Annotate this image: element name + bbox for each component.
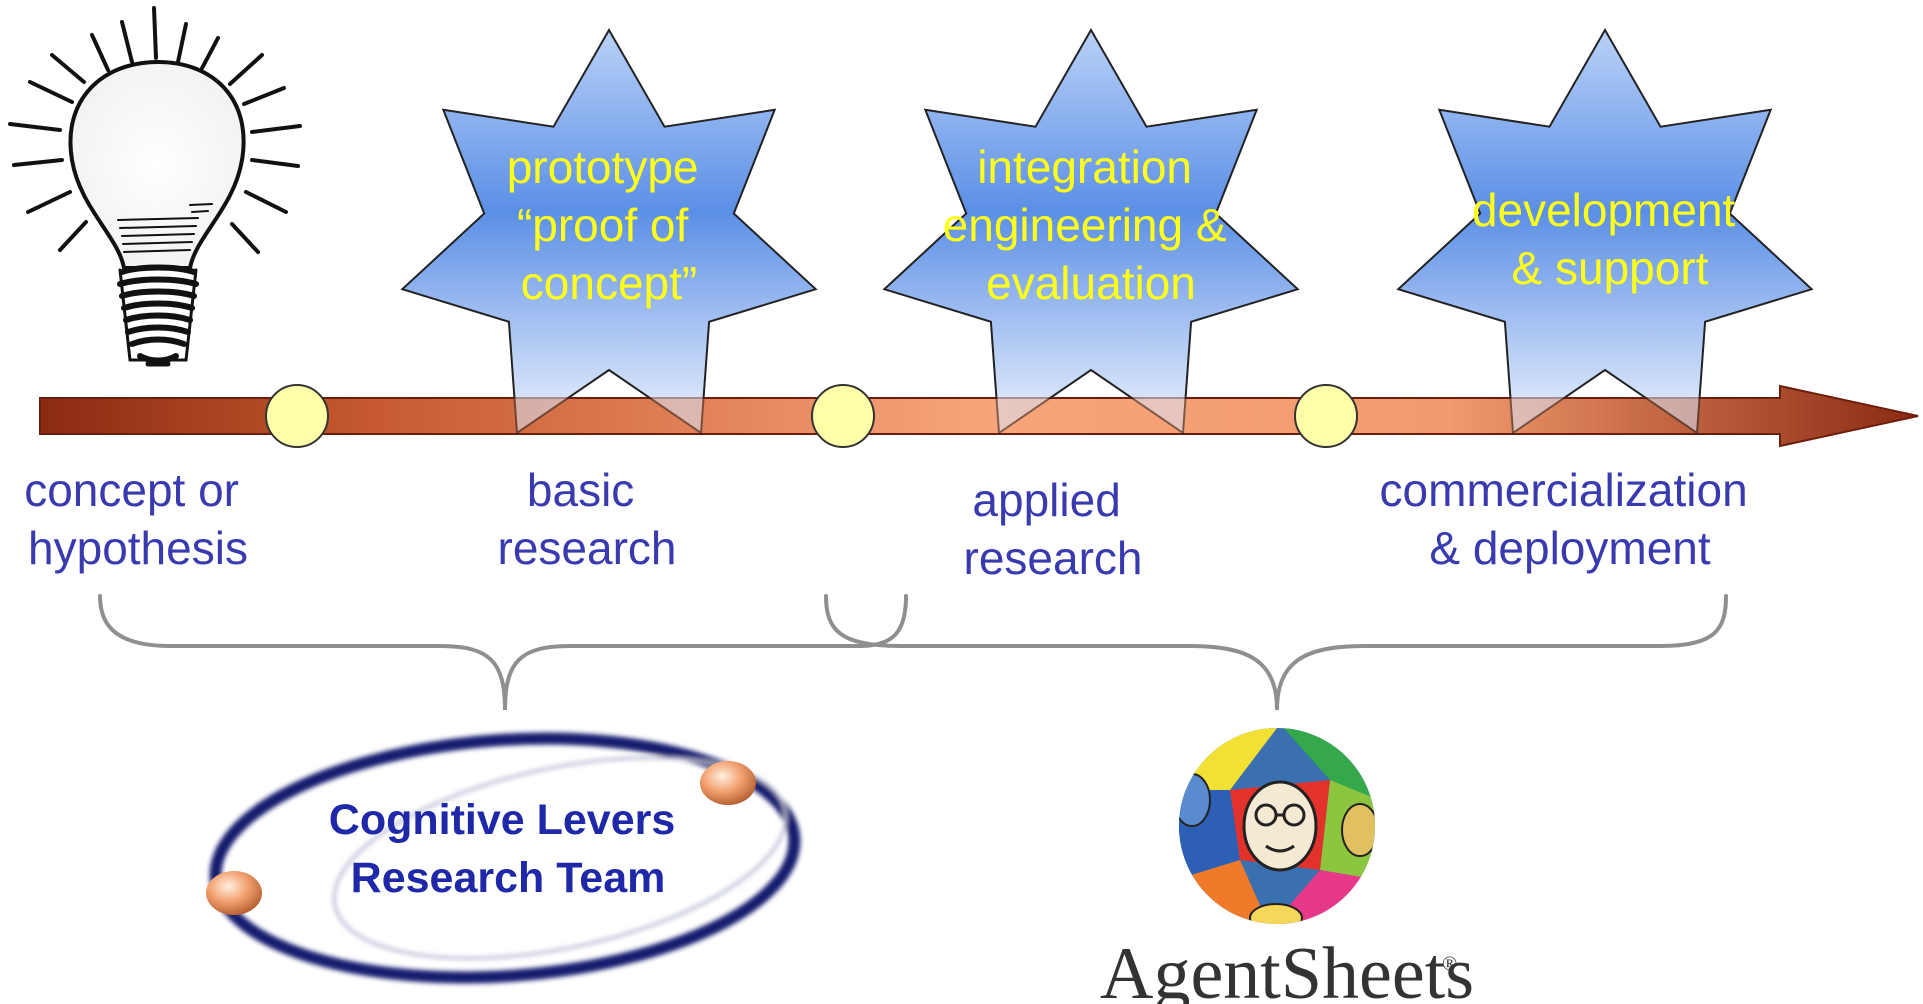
stage-concept-label: concept or hypothesis [24,464,252,574]
left-brace [98,594,908,711]
stage-basic-label: basic research [498,464,677,574]
milestone-stars [400,27,1814,435]
agentsheets-logo-icon: AgentSheets ® [1100,728,1474,1004]
agentsheets-name: AgentSheets [1100,933,1474,1004]
team-name: Cognitive Levers Research Team [329,796,687,902]
milestone-star-overlap-integration [884,30,1297,433]
milestone-dots [265,384,1358,448]
stage-applied-label: applied research [964,474,1143,584]
grouping-braces [98,594,1728,711]
agentsheets-registered-mark: ® [1442,953,1457,975]
milestone-star-prototype [400,27,818,435]
milestone-development-label: development & support [1472,184,1748,294]
stage-commercialization-label: commercialization & deployment [1380,464,1761,574]
right-brace [824,594,1728,711]
timeline-arrow [39,384,1919,448]
stage-labels: concept or hypothesis basic research app… [24,464,1761,584]
milestone-star-integration [882,27,1300,435]
cognitive-levers-logo-icon: Cognitive Levers Research Team [206,732,801,984]
milestone-dot [265,384,329,448]
milestone-star-development [1396,27,1814,435]
milestone-dot [811,384,875,448]
milestone-star-overlap-prototype [402,30,815,433]
milestone-star-overlap-development [1398,30,1811,433]
lightbulb-icon [8,6,302,367]
milestone-star-overlaps [402,30,1811,433]
milestone-labels: prototype “proof of concept” integration… [507,141,1748,309]
milestone-prototype-label: prototype “proof of concept” [507,141,712,309]
milestone-dot [1294,384,1358,448]
milestone-integration-label: integration engineering & evaluation [943,141,1240,309]
